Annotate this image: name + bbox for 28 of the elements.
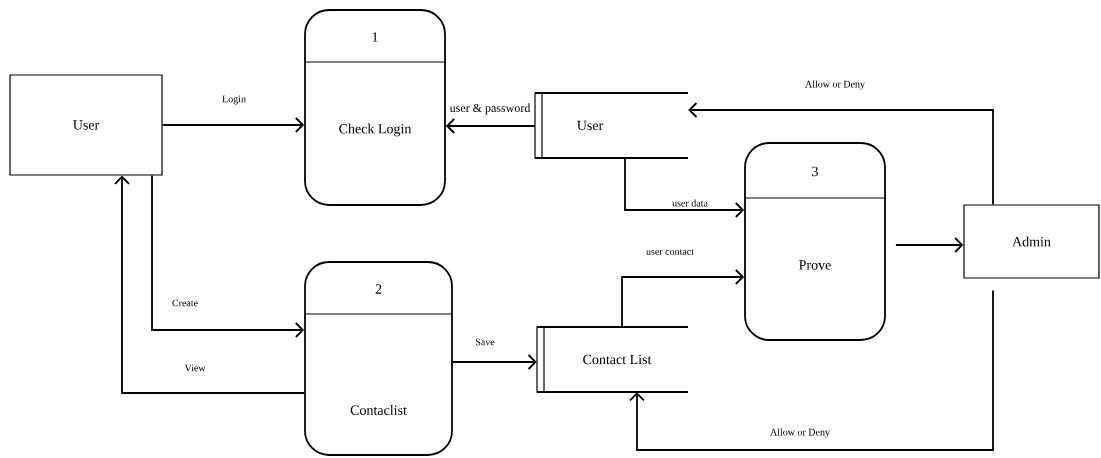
edge-label: user data — [671, 198, 709, 208]
entity-box: User — [9, 74, 163, 176]
arrow — [161, 117, 305, 133]
arrow — [629, 289, 994, 451]
edge-label: user & password — [448, 102, 532, 116]
edge-label: Save — [474, 337, 496, 347]
edge-label: user contact — [645, 248, 695, 256]
arrow — [445, 118, 536, 134]
arrow — [452, 354, 537, 370]
process-box: 3 Prove — [744, 142, 886, 341]
arrow — [624, 157, 745, 218]
node-label: User — [577, 120, 604, 131]
edge-label: Allow or Deny — [769, 427, 831, 439]
arrow — [895, 237, 964, 253]
arrow — [621, 269, 745, 328]
arrow — [114, 175, 305, 394]
node-label: Contact List — [583, 354, 652, 365]
data-store: User — [534, 92, 689, 159]
data-store: Contact List — [536, 326, 689, 393]
arrow — [151, 174, 305, 338]
arrow — [688, 102, 994, 206]
process-box: 1 Check Login — [304, 9, 446, 206]
edge-label: Allow or Deny — [804, 79, 866, 91]
edge-label: Login — [221, 94, 247, 106]
edge-label: View — [183, 363, 207, 373]
process-box: 2 Contaclist — [304, 261, 453, 456]
entity-box: Admin — [963, 204, 1100, 279]
edge-label: Create — [170, 298, 200, 308]
